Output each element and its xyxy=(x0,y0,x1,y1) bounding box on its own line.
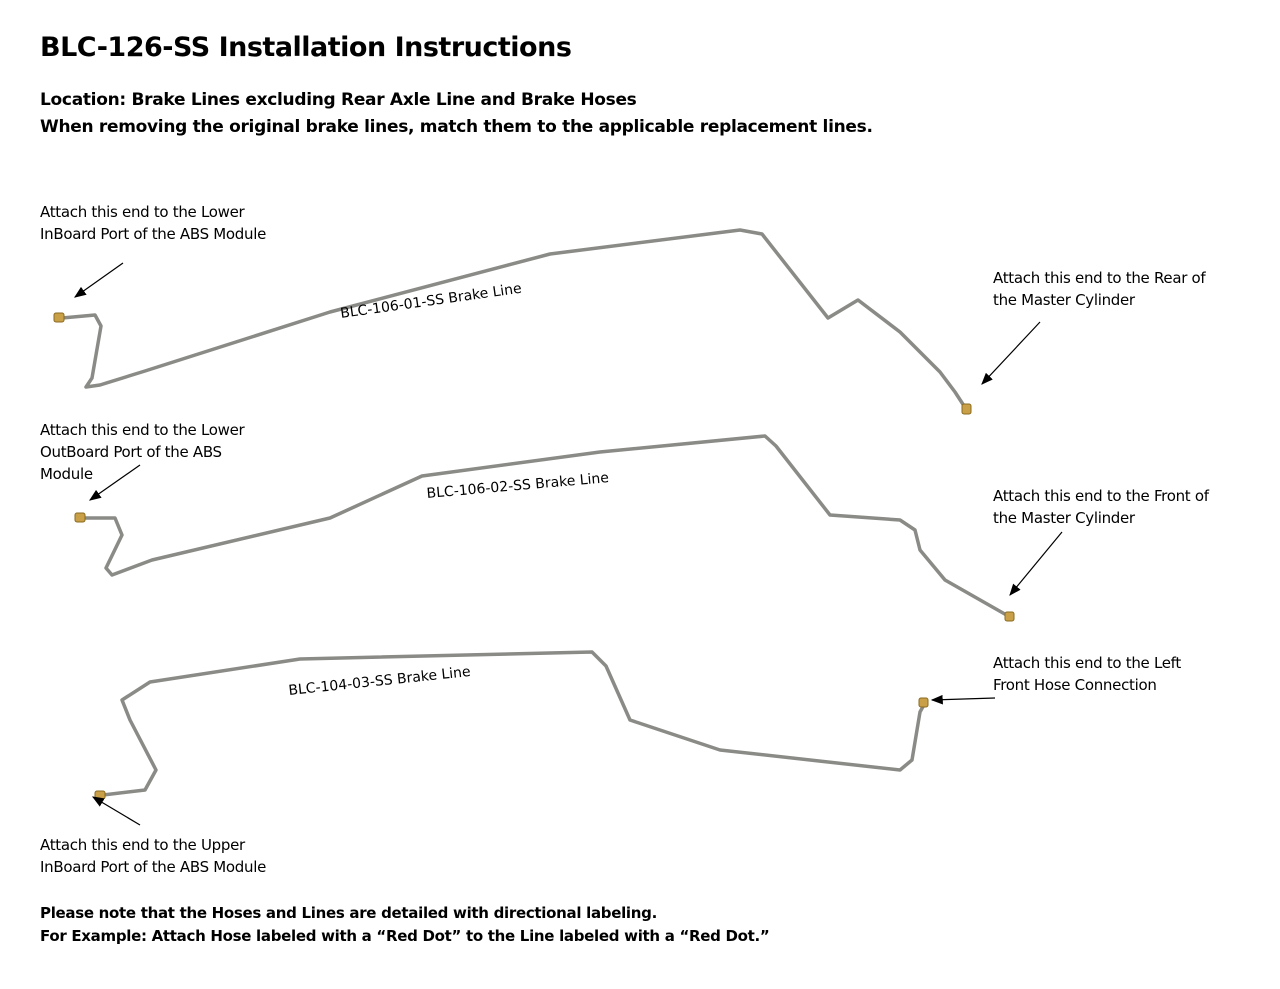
arrow xyxy=(1009,531,1063,596)
note-line2-left: Attach this end to the Lower OutBoard Po… xyxy=(40,419,245,485)
fitting xyxy=(74,512,86,523)
note-text: Attach this end to the Left xyxy=(993,654,1181,672)
arrow xyxy=(981,321,1041,385)
note-line1-right: Attach this end to the Rear of the Maste… xyxy=(993,267,1206,311)
fitting xyxy=(53,312,65,323)
brake-line-3 xyxy=(101,650,927,797)
note-text: Attach this end to the Lower xyxy=(40,421,245,439)
arrow xyxy=(74,262,124,298)
note-text: InBoard Port of the ABS Module xyxy=(40,858,267,876)
brake-line-2 xyxy=(80,434,1012,619)
note-line1-left: Attach this end to the Lower InBoard Por… xyxy=(40,201,266,245)
note-text: Attach this end to the Lower xyxy=(40,203,245,221)
note-text: InBoard Port of the ABS Module xyxy=(40,225,267,243)
line-label: BLC-104-03-SS Brake Line xyxy=(288,664,472,699)
note-text: Attach this end to the Rear of xyxy=(993,269,1206,287)
fitting xyxy=(1004,611,1015,622)
arrow xyxy=(89,464,141,501)
line-label: BLC-106-02-SS Brake Line xyxy=(426,470,610,502)
note-text: the Master Cylinder xyxy=(993,291,1135,309)
fitting xyxy=(94,790,106,800)
note-text: Attach this end to the Front of xyxy=(993,487,1209,505)
footer-example: For Example: Attach Hose labeled with a … xyxy=(40,927,770,945)
brake-line-1 xyxy=(60,228,970,414)
note-text: Module xyxy=(40,465,93,483)
page-title: BLC-126-SS Installation Instructions xyxy=(40,32,572,63)
location-text: Location: Brake Lines excluding Rear Axl… xyxy=(40,90,637,110)
instruction-text: When removing the original brake lines, … xyxy=(40,117,873,137)
fitting xyxy=(961,403,972,415)
note-text: Front Hose Connection xyxy=(993,676,1157,694)
note-text: OutBoard Port of the ABS xyxy=(40,443,222,461)
note-text: Attach this end to the Upper xyxy=(40,836,245,854)
note-text: the Master Cylinder xyxy=(993,509,1135,527)
note-line3-right: Attach this end to the Left Front Hose C… xyxy=(993,652,1181,696)
note-line2-right: Attach this end to the Front of the Mast… xyxy=(993,485,1209,529)
arrow xyxy=(930,694,996,705)
arrow xyxy=(91,796,141,826)
note-line3-left: Attach this end to the Upper InBoard Por… xyxy=(40,834,266,878)
fitting xyxy=(918,697,929,708)
footer-note: Please note that the Hoses and Lines are… xyxy=(40,904,657,922)
